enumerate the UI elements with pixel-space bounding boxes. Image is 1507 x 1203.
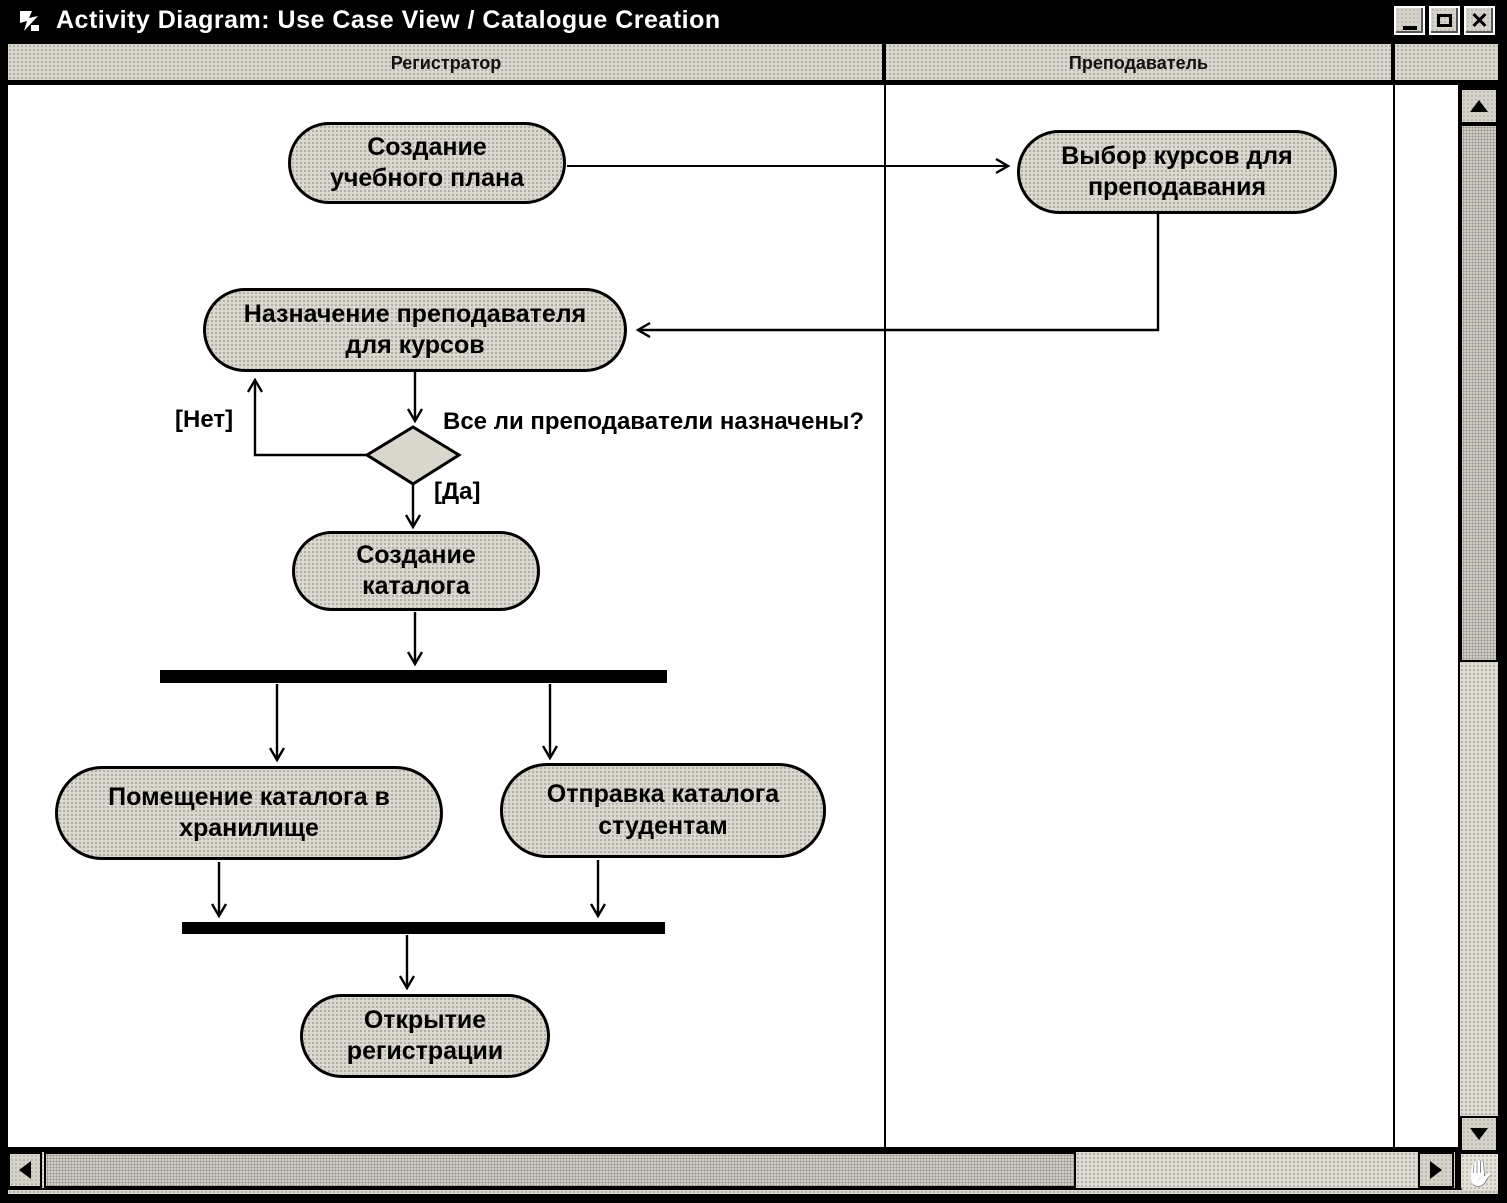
scroll-right-button[interactable] — [1418, 1152, 1454, 1188]
arrow-left-icon — [19, 1161, 31, 1179]
decision-diamond[interactable] — [364, 425, 462, 486]
decision-question-label: Все ли преподаватели назначены? — [443, 408, 865, 435]
window-frame-strip — [0, 1190, 1507, 1196]
fork-bar[interactable] — [160, 670, 667, 683]
activity-assign-teacher[interactable]: Назначение преподавателя для курсов — [203, 288, 627, 372]
swimlane-boundary-line[interactable] — [1393, 85, 1395, 1151]
close-icon: ✕ — [1470, 7, 1489, 33]
activity-send-catalogue[interactable]: Отправка каталога студентам — [500, 763, 826, 858]
swimlane-divider[interactable] — [1391, 44, 1395, 85]
window-title: Activity Diagram: Use Case View / Catalo… — [56, 6, 721, 34]
maximize-icon — [1437, 14, 1452, 27]
scroll-left-button[interactable] — [8, 1152, 42, 1188]
transition-courses-to-assign[interactable] — [635, 214, 1160, 339]
horizontal-scroll-thumb[interactable] — [44, 1152, 1076, 1188]
swimlane-label-registrar[interactable]: Регистратор — [390, 53, 502, 73]
swimlane-boundary-line[interactable] — [884, 85, 886, 1151]
arrow-down-icon — [1470, 1128, 1488, 1140]
join-bar[interactable] — [182, 922, 665, 934]
activity-create-plan[interactable]: Создание учебного плана — [288, 122, 566, 204]
minimize-icon — [1402, 25, 1417, 30]
swimlane-header: Регистратор Преподаватель — [8, 44, 1499, 85]
transition-decision-no-loop[interactable] — [246, 377, 368, 457]
hand-icon: ✋ — [1463, 1158, 1497, 1188]
window-border-bottom — [0, 1194, 1507, 1203]
arrow-right-icon — [1430, 1161, 1442, 1179]
swimlane-label-teacher[interactable]: Преподаватель — [1068, 53, 1209, 73]
minimize-button[interactable] — [1394, 6, 1425, 35]
swimlane-divider[interactable] — [882, 44, 886, 85]
diagram-canvas[interactable] — [8, 85, 1458, 1151]
activity-store-catalogue[interactable]: Помещение каталога в хранилище — [55, 766, 443, 860]
activity-choose-courses[interactable]: Выбор курсов для преподавания — [1017, 130, 1337, 214]
titlebar: Activity Diagram: Use Case View / Catalo… — [0, 0, 1507, 42]
scroll-up-button[interactable] — [1460, 88, 1498, 124]
close-button[interactable]: ✕ — [1464, 6, 1495, 35]
activity-create-catalogue[interactable]: Создание каталога — [292, 531, 540, 611]
activity-diagram-icon — [14, 7, 44, 35]
arrow-up-icon — [1470, 100, 1488, 112]
guard-no-label: [Нет] — [175, 406, 234, 433]
maximize-button[interactable] — [1429, 6, 1460, 35]
window-border-right — [1498, 0, 1507, 1203]
activity-open-registration[interactable]: Открытие регистрации — [300, 994, 550, 1078]
vertical-scrollbar[interactable] — [1460, 88, 1498, 1152]
window-border-left — [0, 0, 8, 1203]
horizontal-scrollbar[interactable] — [8, 1152, 1455, 1188]
vertical-scroll-thumb[interactable] — [1460, 124, 1498, 662]
guard-yes-label: [Да] — [434, 478, 481, 505]
scroll-down-button[interactable] — [1460, 1116, 1498, 1152]
